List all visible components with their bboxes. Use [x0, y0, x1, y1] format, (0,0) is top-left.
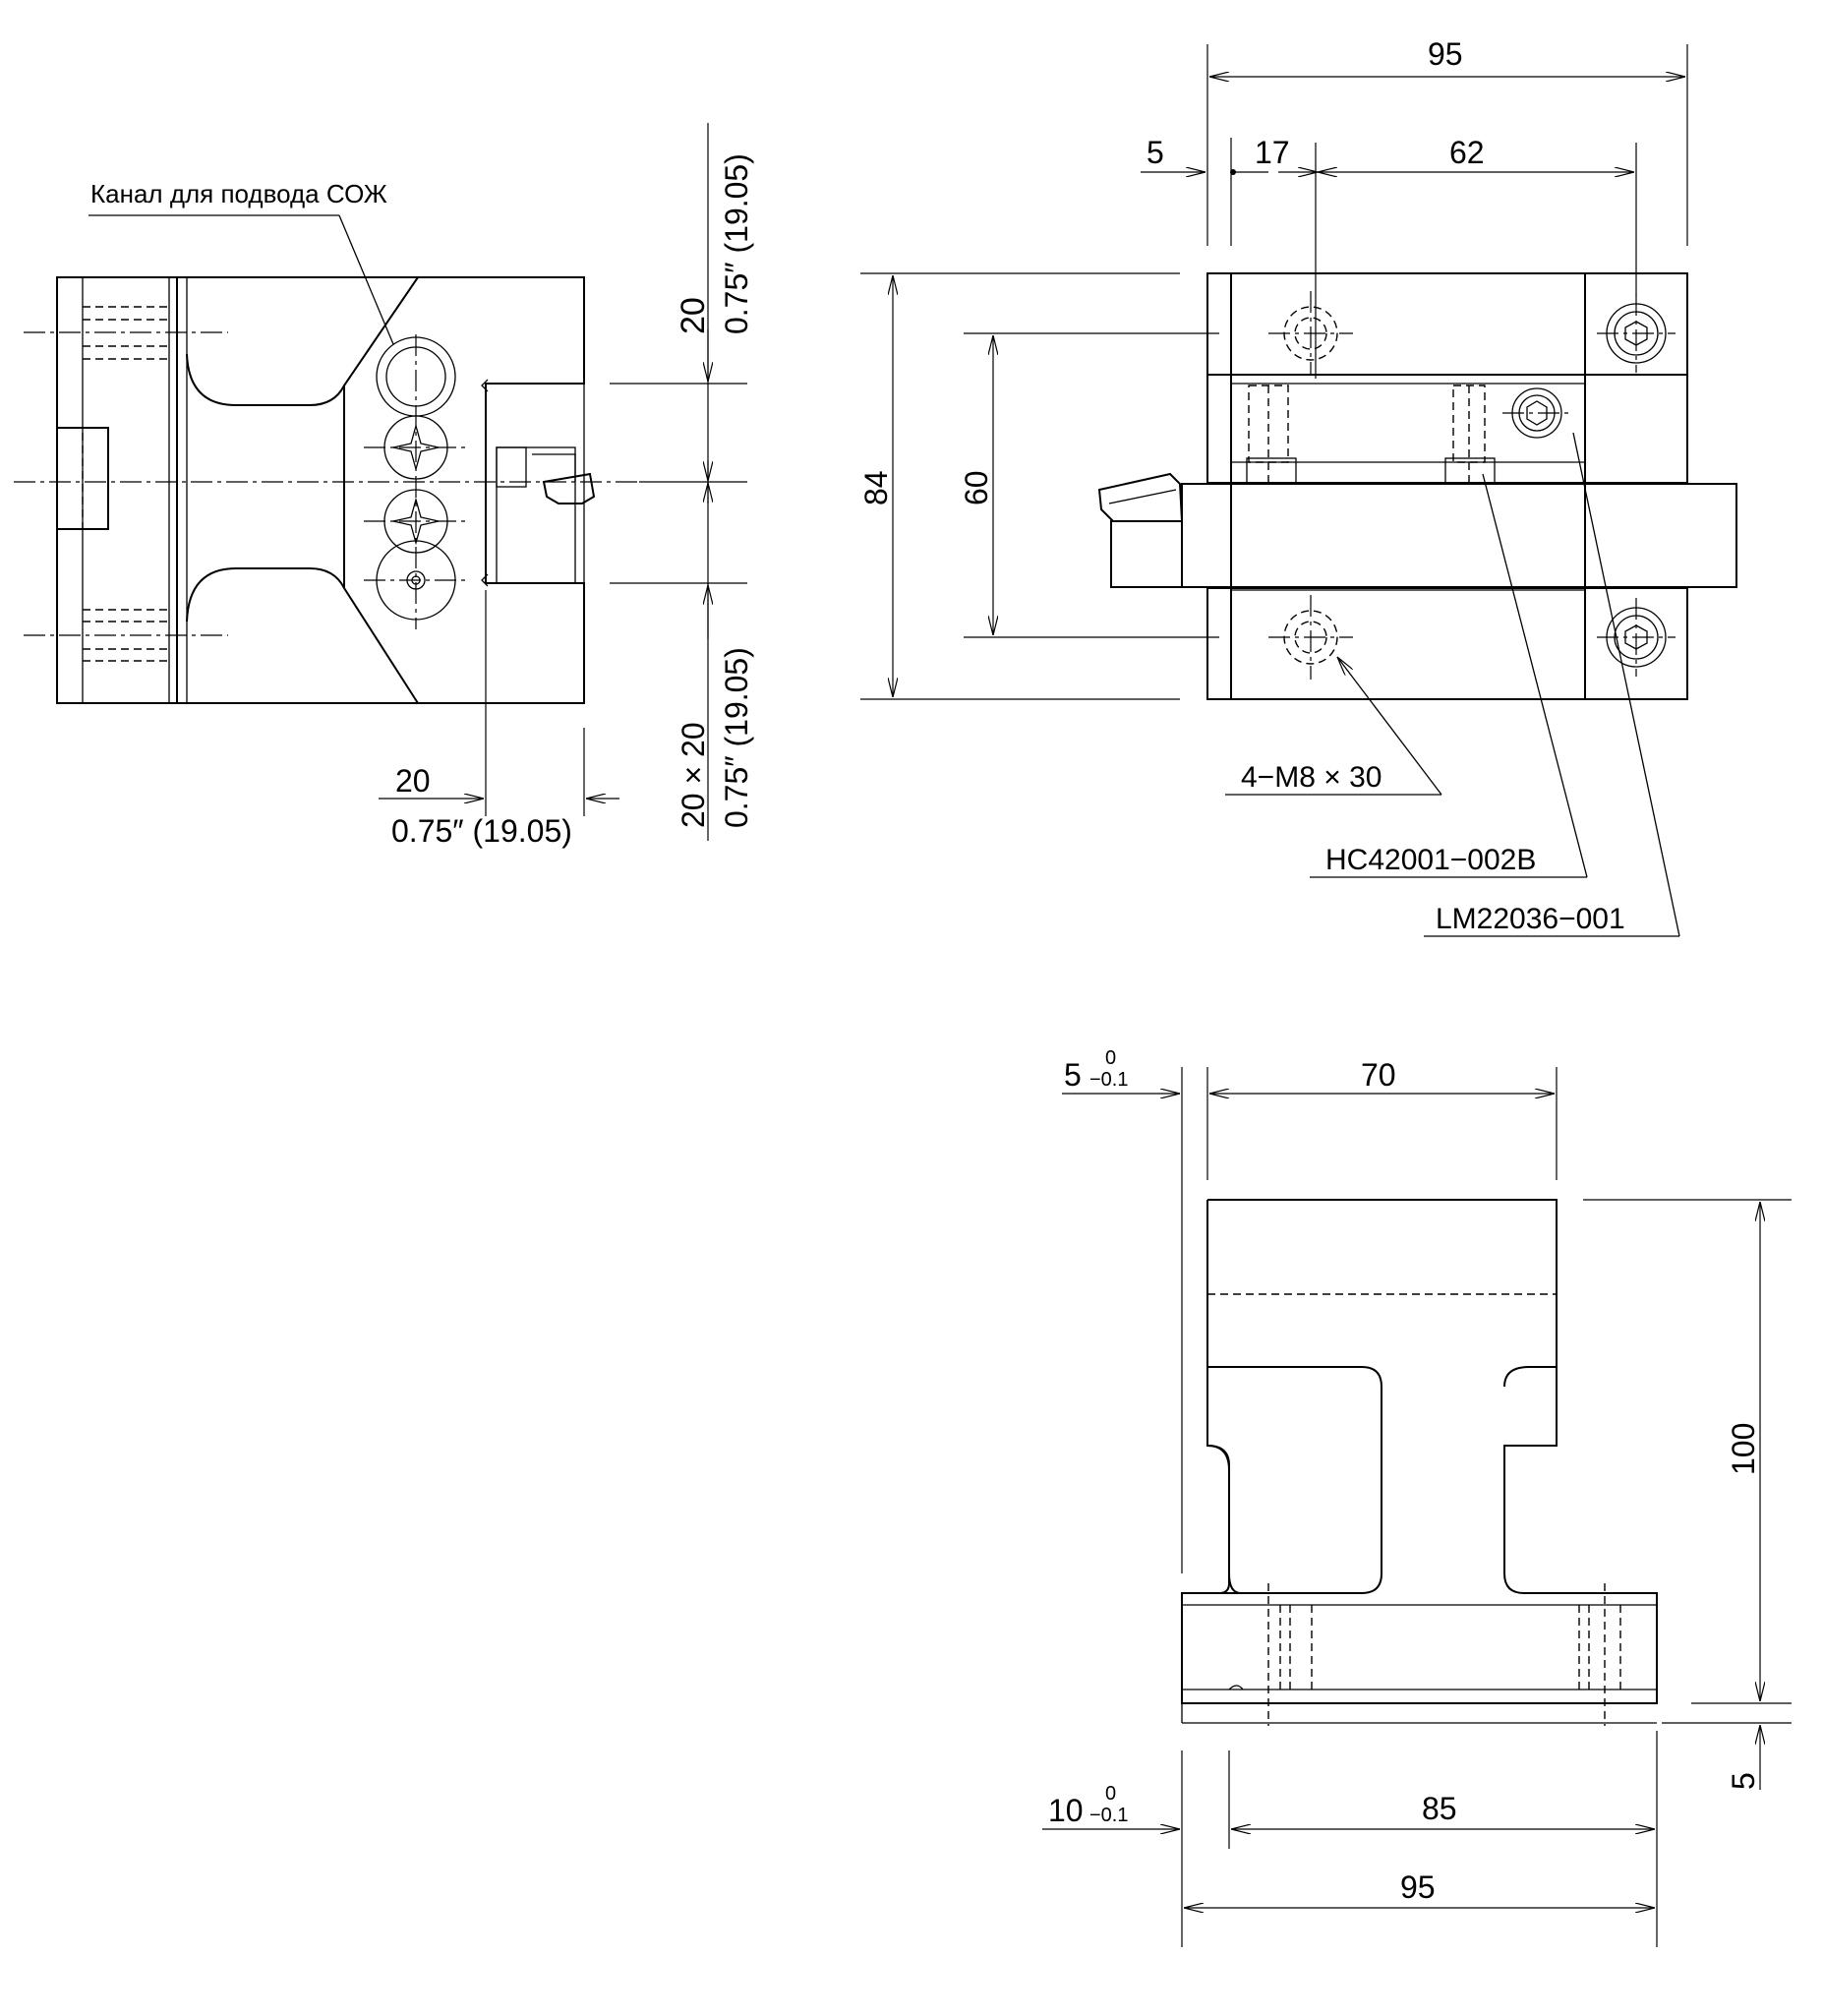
- side-dim-95: 95: [1206, 36, 1688, 246]
- top-dim-base-5-label: 5: [1726, 1772, 1761, 1790]
- side-hidden-screw-right: [1444, 385, 1496, 485]
- top-dim-10-tol-upper: 0: [1105, 1783, 1116, 1805]
- front-dim-20x20: 20 × 20: [676, 722, 711, 828]
- bolt-spec-callout: 4−M8 × 30: [1225, 657, 1442, 796]
- top-view: 5 0 −0.1 70 100 5 10 0 −: [1042, 1047, 1792, 1947]
- part-hc-callout: HC42001−002B: [1310, 473, 1588, 878]
- side-dim-5-label: 5: [1147, 135, 1164, 170]
- top-dim-10-tol-lower: −0.1: [1089, 1805, 1128, 1826]
- coolant-channel-callout: Канал для подвода СОЖ: [88, 179, 394, 345]
- front-height-dimensions: 20 0.75″ (19.05) 20 × 20 0.75″ (19.05): [610, 123, 754, 841]
- tool-shank: [481, 379, 596, 587]
- front-dim-20-top: 20: [675, 297, 712, 334]
- side-dim-60: 60: [959, 332, 1219, 638]
- front-view: Канал для подвода СОЖ 20 0.75″ (19.05) 2…: [14, 123, 754, 849]
- front-dim-inch-top: 0.75″ (19.05): [719, 153, 754, 334]
- side-bolt-bottom-right: [1597, 598, 1676, 677]
- side-hidden-screw-left: [1246, 385, 1297, 485]
- top-dim-85-label: 85: [1422, 1791, 1457, 1826]
- top-dim-70-label: 70: [1361, 1057, 1396, 1093]
- part-lm-callout: LM22036−001: [1424, 432, 1680, 937]
- top-dim-5-tol-lower: −0.1: [1089, 1069, 1128, 1091]
- part-lm-label: LM22036−001: [1436, 903, 1625, 935]
- side-dim-62-label: 62: [1449, 135, 1485, 170]
- top-dim-10-label: 10: [1048, 1793, 1084, 1828]
- top-dim-100: 100 5: [1583, 1199, 1792, 1790]
- side-view: 95 5 17 62 84: [858, 36, 1737, 937]
- side-dim-84: 84: [858, 272, 1180, 700]
- side-socket-screw: [1502, 387, 1573, 439]
- side-dim-offsets: 5 17 62: [1141, 135, 1637, 379]
- side-bolt-top-right: [1597, 294, 1676, 373]
- top-dim-100-label: 100: [1726, 1423, 1761, 1475]
- side-dim-84-label: 84: [858, 470, 894, 505]
- top-dim-bottom: 10 0 −0.1 85 95: [1042, 1731, 1658, 1947]
- hidden-bolt-upper: [24, 306, 228, 360]
- front-width-dimension: 20 0.75″ (19.05): [379, 590, 619, 849]
- side-dim-17-label: 17: [1255, 135, 1290, 170]
- top-hidden-bolt-right: [1578, 1583, 1621, 1726]
- side-hidden-bolt-bottom: [1268, 595, 1353, 680]
- top-hidden-bolt-left: [1267, 1583, 1313, 1726]
- front-dim-inch-bottom: 0.75″ (19.05): [719, 647, 754, 828]
- front-dim-inch-width: 0.75″ (19.05): [391, 813, 572, 849]
- front-dim-20-width: 20: [395, 763, 431, 799]
- side-tool: [1097, 472, 1184, 588]
- top-dim-5-label: 5: [1064, 1057, 1082, 1093]
- side-dim-60-label: 60: [959, 470, 994, 505]
- top-dim-5-tol-upper: 0: [1105, 1047, 1116, 1069]
- part-hc-label: HC42001−002B: [1325, 844, 1536, 876]
- side-hidden-bolt-top: [1268, 291, 1353, 376]
- coolant-channel-label: Канал для подвода СОЖ: [90, 179, 387, 208]
- bolt-spec-label: 4−M8 × 30: [1241, 761, 1382, 794]
- top-dim-5-tol: 5 0 −0.1 70: [1062, 1047, 1558, 1573]
- side-dim-95-label: 95: [1428, 36, 1463, 72]
- hidden-bolt-lower: [24, 609, 228, 662]
- top-dim-95-label: 95: [1400, 1869, 1436, 1905]
